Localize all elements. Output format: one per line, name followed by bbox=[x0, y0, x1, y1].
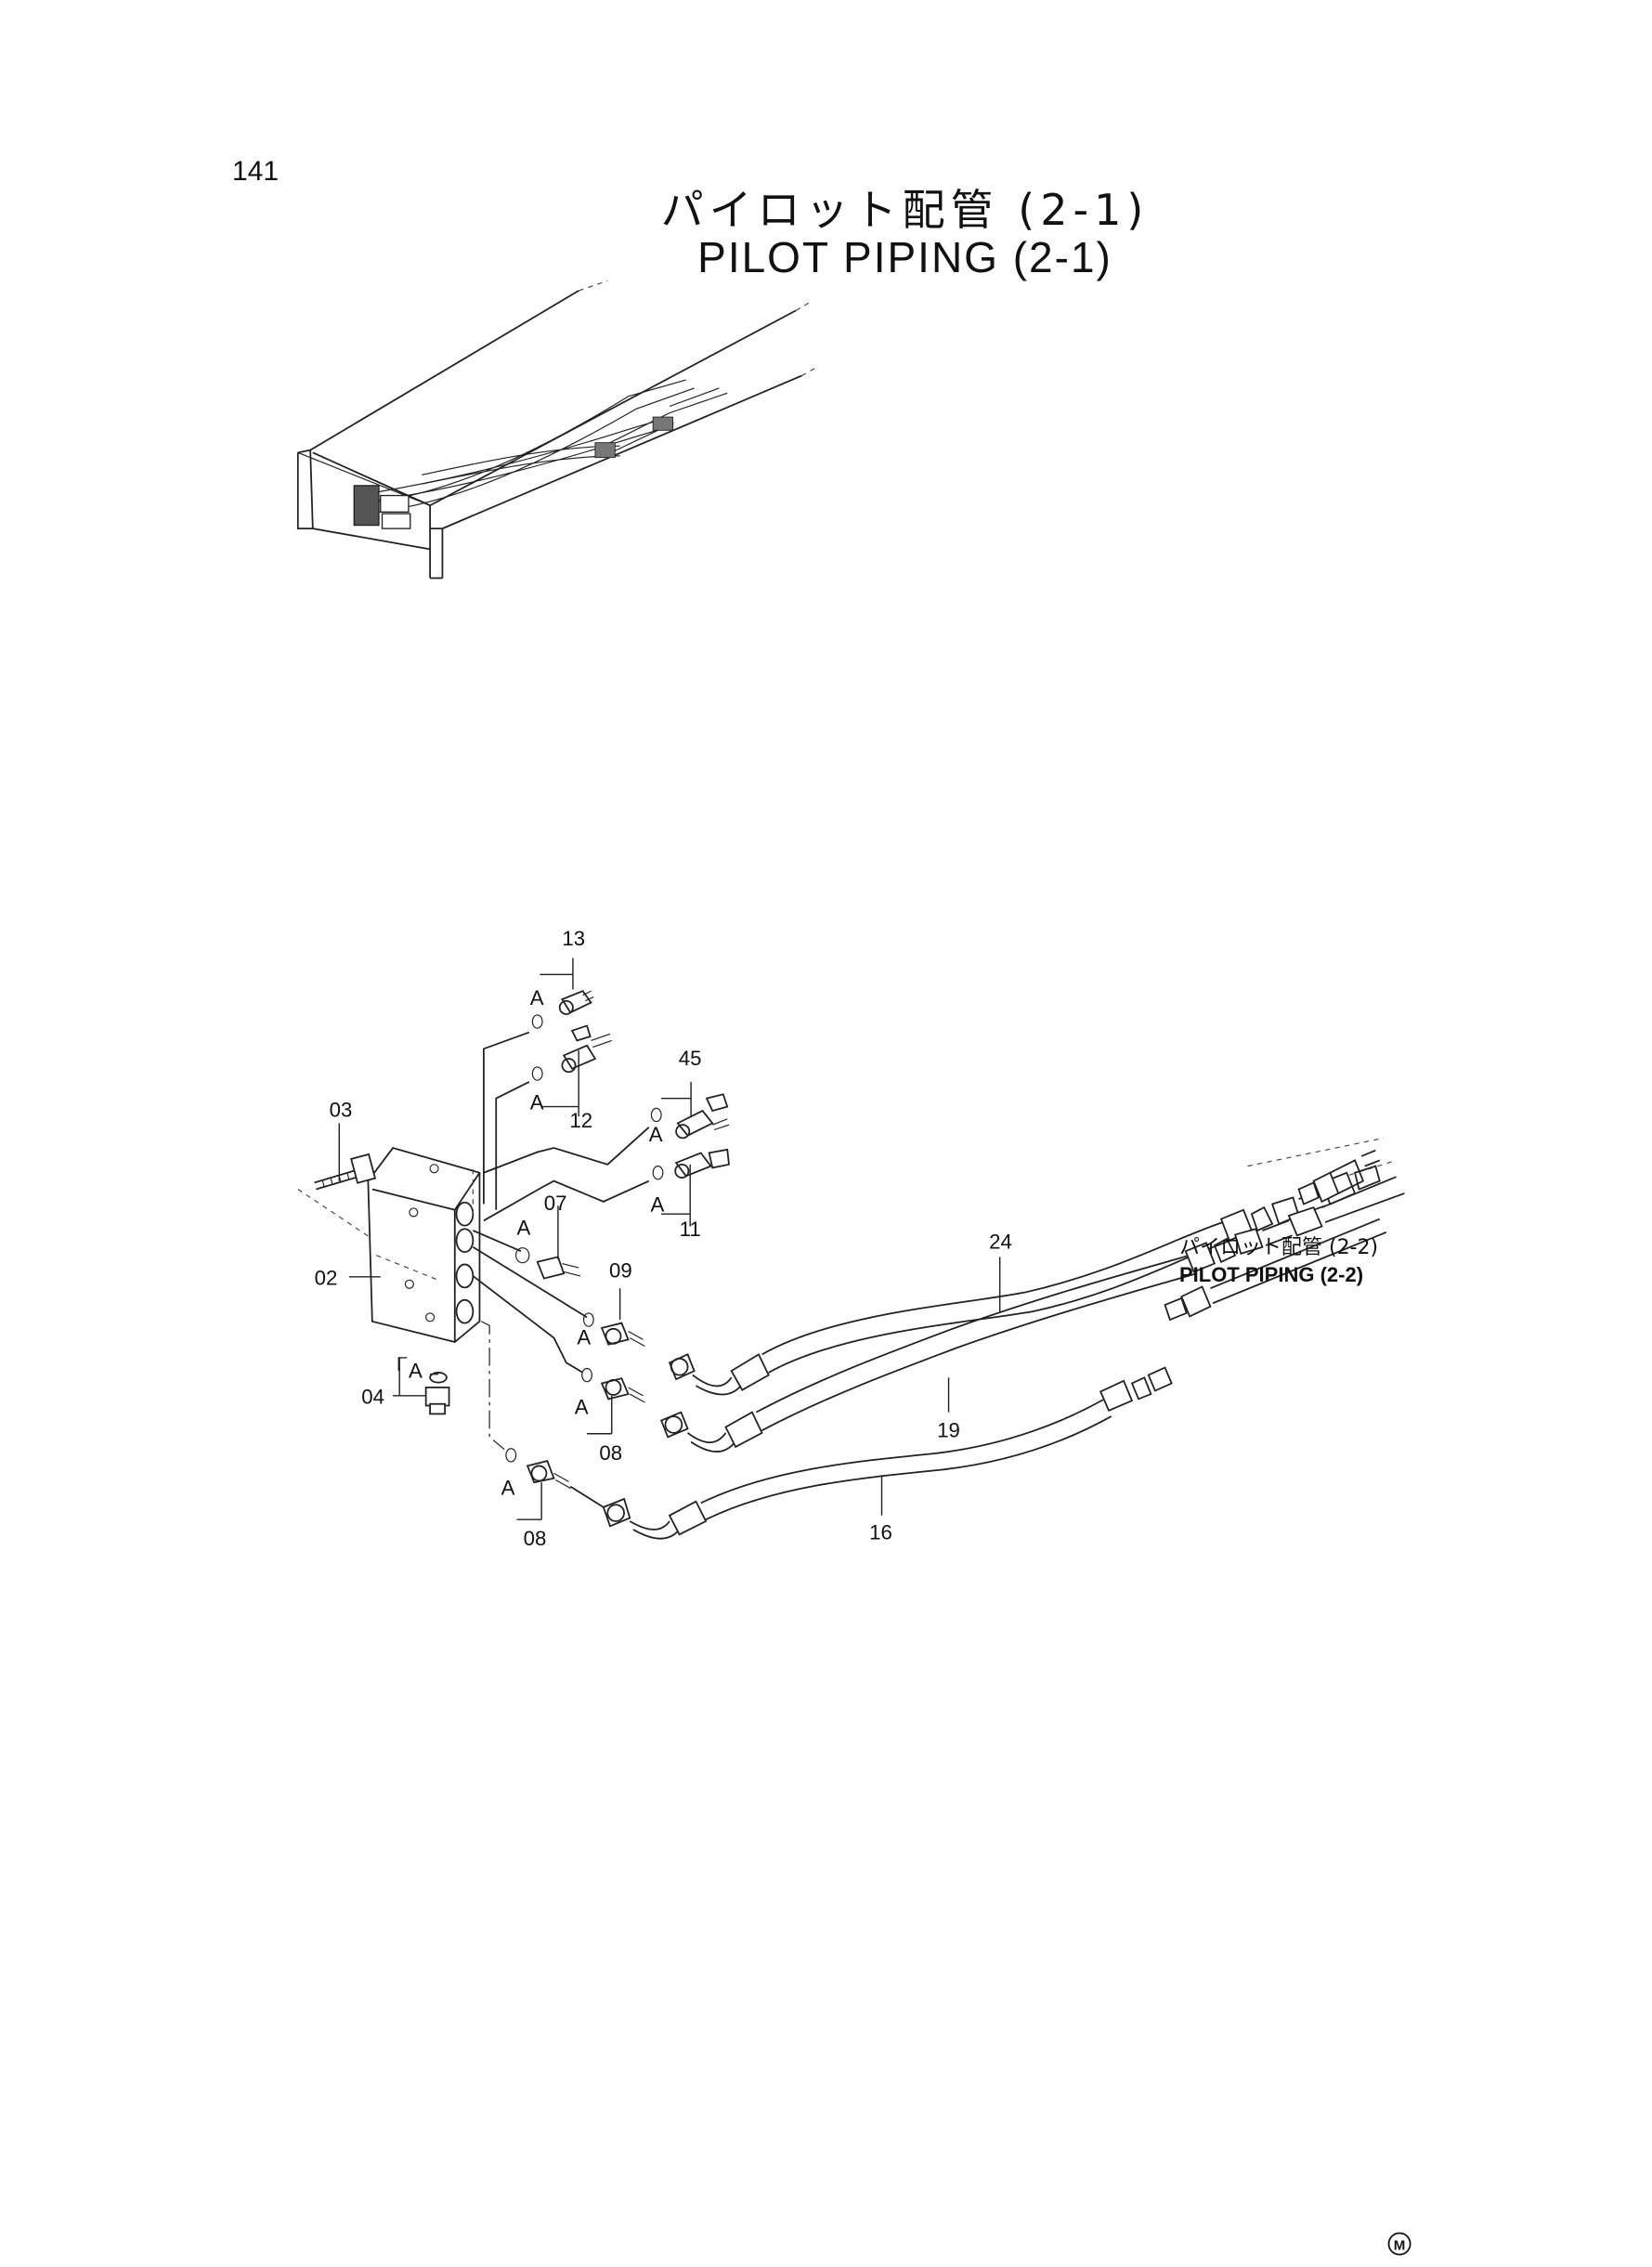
callout-16: 16 bbox=[869, 1521, 892, 1544]
plug-04 bbox=[424, 1372, 450, 1415]
callout-45: 45 bbox=[679, 1047, 702, 1070]
marker-a: A bbox=[651, 1193, 665, 1217]
callout-04: 04 bbox=[361, 1386, 384, 1409]
fitting-09-assembly bbox=[472, 1246, 645, 1347]
marker-a: A bbox=[409, 1359, 423, 1382]
callout-24: 24 bbox=[989, 1231, 1012, 1254]
reference-english: PILOT PIPING (2-2) bbox=[1179, 1263, 1364, 1286]
fitting-12-assembly bbox=[531, 1024, 612, 1081]
marker-a: A bbox=[649, 1123, 663, 1146]
hose-16 bbox=[569, 1366, 1173, 1540]
page-title-japanese: パイロット配管 (2-1) bbox=[660, 185, 1150, 235]
page-title-english: PILOT PIPING (2-1) bbox=[697, 233, 1112, 281]
corner-mark bbox=[1387, 2232, 1411, 2256]
callout-08-lower: 08 bbox=[524, 1527, 547, 1550]
callout-19: 19 bbox=[937, 1418, 960, 1441]
page-number: 141 bbox=[232, 156, 280, 187]
pipe-end-fittings bbox=[1164, 1149, 1387, 1322]
marker-a: A bbox=[530, 1090, 544, 1114]
fitting-08-upper-assembly bbox=[472, 1275, 645, 1403]
callout-03: 03 bbox=[330, 1098, 353, 1121]
callout-07: 07 bbox=[544, 1192, 567, 1215]
overview-frame-illustration bbox=[296, 280, 815, 580]
marker-a: A bbox=[575, 1395, 589, 1418]
fitting-08-lower-assembly bbox=[480, 1321, 571, 1489]
marker-a: A bbox=[577, 1326, 591, 1349]
callout-leaders bbox=[338, 958, 1001, 1520]
callout-09: 09 bbox=[609, 1259, 632, 1283]
marker-a: A bbox=[516, 1216, 530, 1239]
fitting-07-assembly bbox=[472, 1230, 581, 1280]
callout-12: 12 bbox=[569, 1109, 592, 1132]
callout-08-upper: 08 bbox=[599, 1441, 622, 1465]
corner-mark-letter: M bbox=[1394, 2237, 1406, 2253]
callout-02: 02 bbox=[315, 1267, 338, 1290]
fitting-13-assembly bbox=[531, 990, 594, 1029]
marker-a: A bbox=[530, 986, 544, 1010]
fitting-11-assembly bbox=[652, 1148, 730, 1180]
marker-a: A bbox=[501, 1477, 515, 1500]
hose-24 bbox=[668, 1165, 1381, 1396]
reference-japanese: パイロット配管 (2-2) bbox=[1179, 1236, 1379, 1259]
bolt-03 bbox=[314, 1153, 377, 1191]
hose-19 bbox=[659, 1176, 1405, 1453]
callout-13: 13 bbox=[562, 927, 585, 950]
manifold-block bbox=[297, 1147, 481, 1344]
callout-11: 11 bbox=[680, 1218, 701, 1241]
fitting-45-assembly bbox=[650, 1093, 730, 1140]
